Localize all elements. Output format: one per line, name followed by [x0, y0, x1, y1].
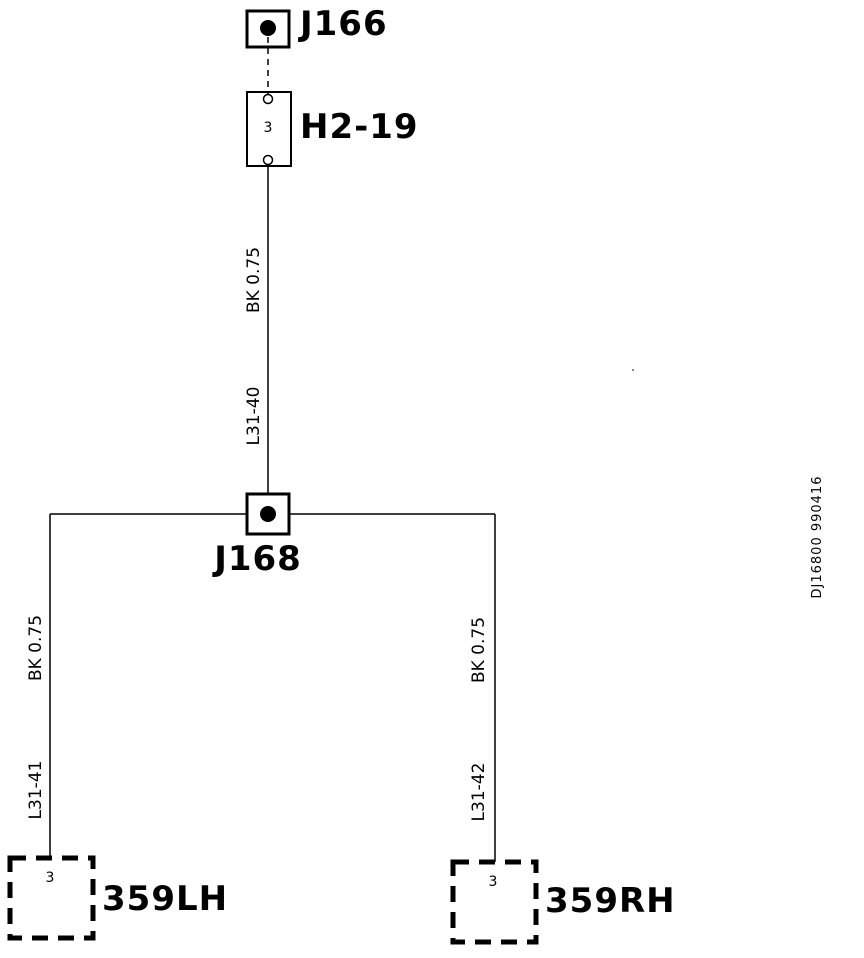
wire-left-circuit: L31-41: [26, 761, 46, 820]
component-359lh-box: [7, 855, 96, 941]
wire-right-circuit: L31-42: [469, 763, 489, 822]
connector-j166-box: [245, 9, 291, 49]
scan-speck: [632, 369, 634, 371]
wire-left-spec: BK 0.75: [26, 615, 46, 681]
component-359rh-pin-number: 3: [489, 874, 498, 890]
connector-h2-19-label: H2-19: [300, 107, 419, 147]
connector-j166-label: J166: [298, 4, 388, 44]
wire-main-circuit: L31-40: [244, 387, 264, 446]
connector-h2-19-pin-top: [262, 93, 274, 105]
component-359rh-label: 359RH: [545, 881, 676, 921]
component-359lh[interactable]: 3: [7, 855, 96, 941]
drawing-reference: DJ16800 990416: [810, 476, 825, 599]
connector-h2-19[interactable]: 3: [246, 91, 292, 167]
connector-j168[interactable]: [245, 492, 291, 536]
component-359rh[interactable]: 3: [450, 859, 539, 945]
connector-j168-label: J168: [212, 539, 302, 579]
component-359rh-box: [450, 859, 539, 945]
wire-main-spec: BK 0.75: [244, 247, 264, 313]
connector-h2-19-pin-bottom: [262, 154, 274, 166]
connector-j168-dot: [260, 506, 276, 522]
connector-j166[interactable]: [245, 9, 291, 49]
component-359lh-label: 359LH: [102, 879, 228, 919]
component-359lh-pin-number: 3: [46, 870, 55, 886]
connector-h2-19-box: [246, 91, 292, 167]
connector-j166-dot: [260, 20, 276, 36]
connector-h2-19-pin-number: 3: [264, 120, 273, 136]
wire-right-spec: BK 0.75: [469, 617, 489, 683]
